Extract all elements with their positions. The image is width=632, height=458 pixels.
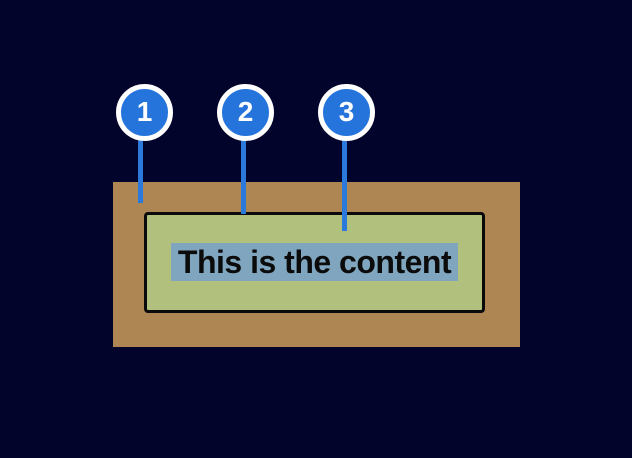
callout-circle-2: 2 bbox=[217, 84, 274, 141]
content-text: This is the content bbox=[170, 243, 459, 281]
callout-number-2: 2 bbox=[237, 95, 254, 127]
callout-line-1 bbox=[138, 140, 143, 203]
content-row: This is the content bbox=[144, 243, 485, 281]
callout-line-3 bbox=[342, 140, 347, 231]
callout-circle-3: 3 bbox=[318, 84, 375, 141]
callout-line-2 bbox=[241, 140, 246, 214]
callout-number-3: 3 bbox=[338, 95, 355, 127]
callout-number-1: 1 bbox=[136, 95, 153, 127]
callout-circle-1: 1 bbox=[116, 84, 173, 141]
